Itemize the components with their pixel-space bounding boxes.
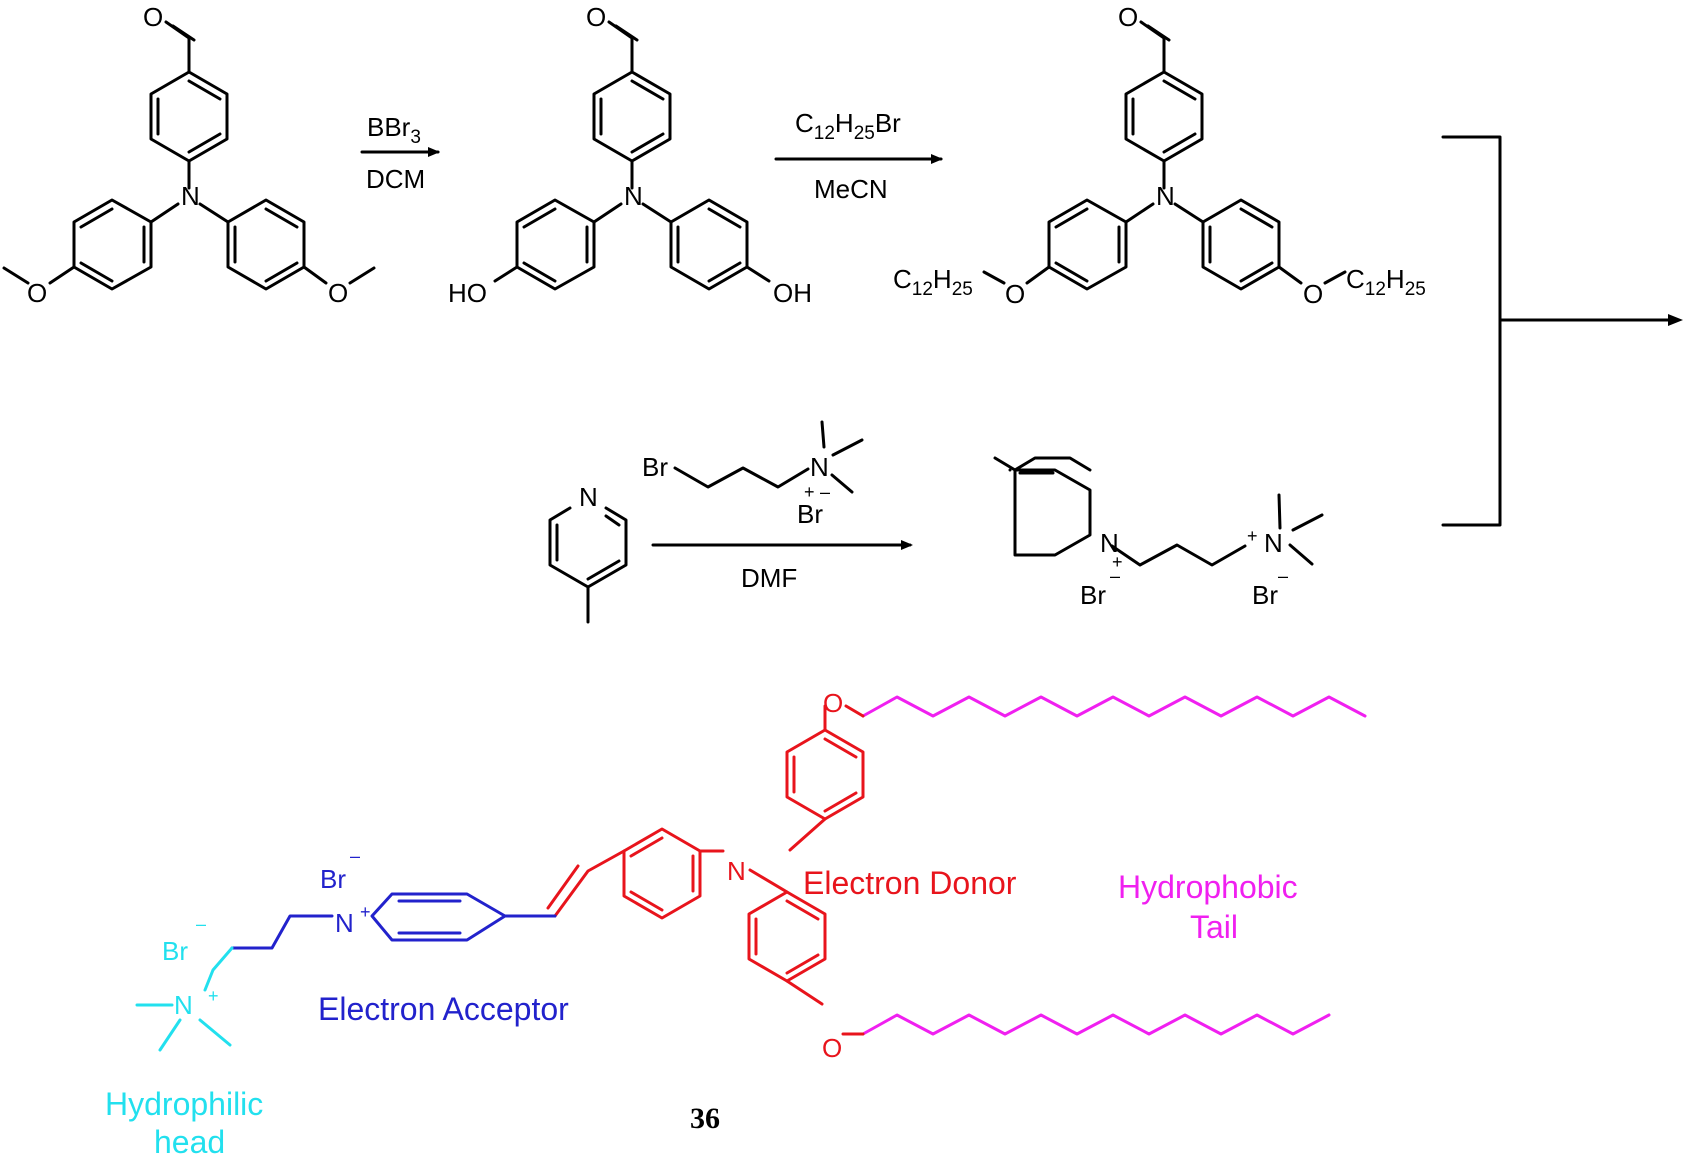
charge-minus: – [820, 482, 830, 502]
atom-N: N [810, 452, 829, 482]
label-electron-donor: Electron Donor [803, 865, 1017, 901]
atom-N: N [1100, 528, 1119, 558]
atom-N: N [727, 856, 746, 886]
solvent-dmf: DMF [741, 563, 797, 593]
atom-Br: Br [642, 452, 668, 482]
atom-Br: Br [320, 864, 346, 894]
atom-HO: HO [448, 278, 487, 308]
atom-O: O [822, 1033, 842, 1063]
atom-O: O [27, 278, 47, 308]
atom-O: O [586, 2, 606, 32]
dodecyl-chain-left: C12H25 [893, 264, 973, 300]
label-hydrophobic-line2: Tail [1190, 909, 1238, 945]
compound-pyridinium-salt: N + N + Br – Br – [993, 456, 1324, 610]
dodecyl-chain-right: C12H25 [1346, 264, 1426, 300]
reaction-arrow-1: BBr3 DCM [360, 112, 440, 194]
charge-minus: – [1110, 566, 1120, 586]
compound-number: 36 [690, 1102, 720, 1135]
atom-O: O [1303, 279, 1323, 309]
compound-dimethoxy-aldehyde: O N O O [2, 2, 376, 308]
atom-O: O [143, 2, 163, 32]
atom-N: N [1264, 528, 1283, 558]
compound-dihydroxy-aldehyde: O N HO OH [448, 2, 812, 308]
charge-plus: + [1247, 526, 1258, 546]
charge-plus: + [360, 902, 371, 922]
reagent-dodecyl-bromide: C12H25Br [795, 108, 901, 144]
solvent-dcm: DCM [366, 164, 425, 194]
label-hydrophilic-line1: Hydrophilic [105, 1086, 263, 1122]
atom-N: N [174, 990, 193, 1020]
solvent-mecn: MeCN [814, 174, 888, 204]
charge-minus: – [350, 846, 360, 866]
compound-36: N O O N + Br – N + Br – [135, 688, 1367, 1063]
atom-O: O [823, 688, 843, 718]
label-hydrophilic-line2: head [154, 1124, 225, 1158]
reaction-arrow-3: Br N + – Br DMF [642, 420, 913, 593]
compound-4-picoline: N [548, 482, 628, 624]
atom-N: N [579, 482, 598, 512]
atom-N: N [335, 908, 354, 938]
atom-N: N [1156, 181, 1175, 211]
label-hydrophobic-line1: Hydrophobic [1118, 869, 1298, 905]
atom-Br: Br [1252, 580, 1278, 610]
combine-bracket [1441, 135, 1683, 527]
label-electron-acceptor: Electron Acceptor [318, 991, 569, 1027]
compound-didodecyloxy-aldehyde: O N O O C12H25 C12H25 [893, 2, 1426, 309]
reagent-bbr3: BBr3 [367, 112, 421, 148]
atom-Br: Br [797, 499, 823, 529]
charge-plus: + [1112, 552, 1123, 572]
atom-OH: OH [773, 278, 812, 308]
atom-Br: Br [162, 936, 188, 966]
charge-minus: – [196, 914, 206, 934]
reaction-arrow-2: C12H25Br MeCN [774, 108, 943, 204]
charge-plus: + [804, 482, 815, 502]
atom-N: N [624, 181, 643, 211]
atom-N: N [181, 181, 200, 211]
charge-minus: – [1278, 566, 1288, 586]
atom-O: O [1118, 2, 1138, 32]
atom-O: O [328, 278, 348, 308]
charge-plus: + [208, 986, 219, 1006]
label-hydrophobic-tail: Hydrophobic Tail [1118, 869, 1298, 945]
label-hydrophilic-head: Hydrophilic head [105, 1086, 263, 1158]
atom-Br: Br [1080, 580, 1106, 610]
atom-O: O [1005, 279, 1025, 309]
